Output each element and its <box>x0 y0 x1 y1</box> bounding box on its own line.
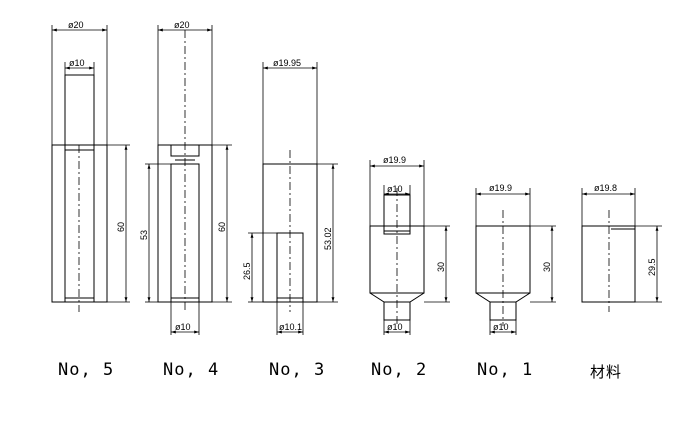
dim-no3-height-left: 26.5 <box>242 262 252 280</box>
part-no4: ø20 ø10 53 60 <box>139 20 232 335</box>
dim-no1-height: 30 <box>542 262 552 272</box>
dim-no1-top-outer: ø19.9 <box>489 183 512 193</box>
part-no5: ø20 ø10 60 <box>51 20 130 312</box>
dim-no5-top-inner: ø10 <box>69 58 85 68</box>
dim-no5-top-outer: ø20 <box>68 20 84 30</box>
label-no1: No, 1 <box>477 360 534 380</box>
dim-no3-bottom: ø10.1 <box>279 322 302 332</box>
dim-material-top-outer: ø19.8 <box>594 183 617 193</box>
dim-no2-height: 30 <box>436 262 446 272</box>
part-no2: ø19.9 ø10 ø10 30 <box>369 155 450 335</box>
dim-material-height: 29.5 <box>647 258 657 276</box>
label-material: 材料 <box>590 363 623 381</box>
dim-no4-bottom: ø10 <box>175 322 191 332</box>
dim-no4-top-outer: ø20 <box>174 20 190 30</box>
dim-no2-top-inner: ø10 <box>387 184 403 194</box>
dim-no3-top-outer: ø19.95 <box>273 58 301 68</box>
label-no4: No, 4 <box>163 360 220 380</box>
dim-no5-height: 60 <box>116 222 126 232</box>
part-no1: ø19.9 ø10 30 <box>475 183 556 335</box>
part-no3: ø19.95 ø10.1 26.5 53.02 <box>242 58 338 335</box>
label-no2: No, 2 <box>371 360 428 380</box>
dim-no2-top-outer: ø19.9 <box>383 155 406 165</box>
dim-no2-bottom: ø10 <box>387 322 403 332</box>
dim-no4-height-left: 53 <box>139 230 149 240</box>
dim-no4-height-right: 60 <box>217 222 227 232</box>
dim-no1-bottom: ø10 <box>493 322 509 332</box>
label-no5: No, 5 <box>58 360 115 380</box>
dim-no3-height-right: 53.02 <box>323 227 333 250</box>
part-material: ø19.8 29.5 <box>581 183 662 312</box>
label-no3: No, 3 <box>269 360 326 380</box>
